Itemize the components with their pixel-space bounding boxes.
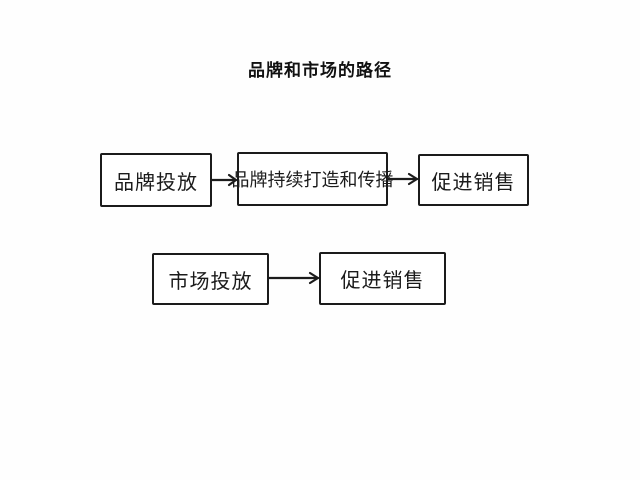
node-sales-brand: 促进销售 — [418, 154, 529, 206]
arrow-brand-to-build — [210, 173, 238, 187]
arrow-market-to-sales — [267, 271, 320, 285]
arrow-build-to-sales — [386, 172, 419, 186]
node-market-placement: 市场投放 — [152, 253, 269, 305]
diagram-title: 品牌和市场的路径 — [248, 61, 392, 81]
node-brand-placement: 品牌投放 — [100, 153, 212, 207]
node-brand-building: 品牌持续打造和传播 — [232, 152, 394, 206]
node-sales-market: 促进销售 — [319, 252, 446, 305]
